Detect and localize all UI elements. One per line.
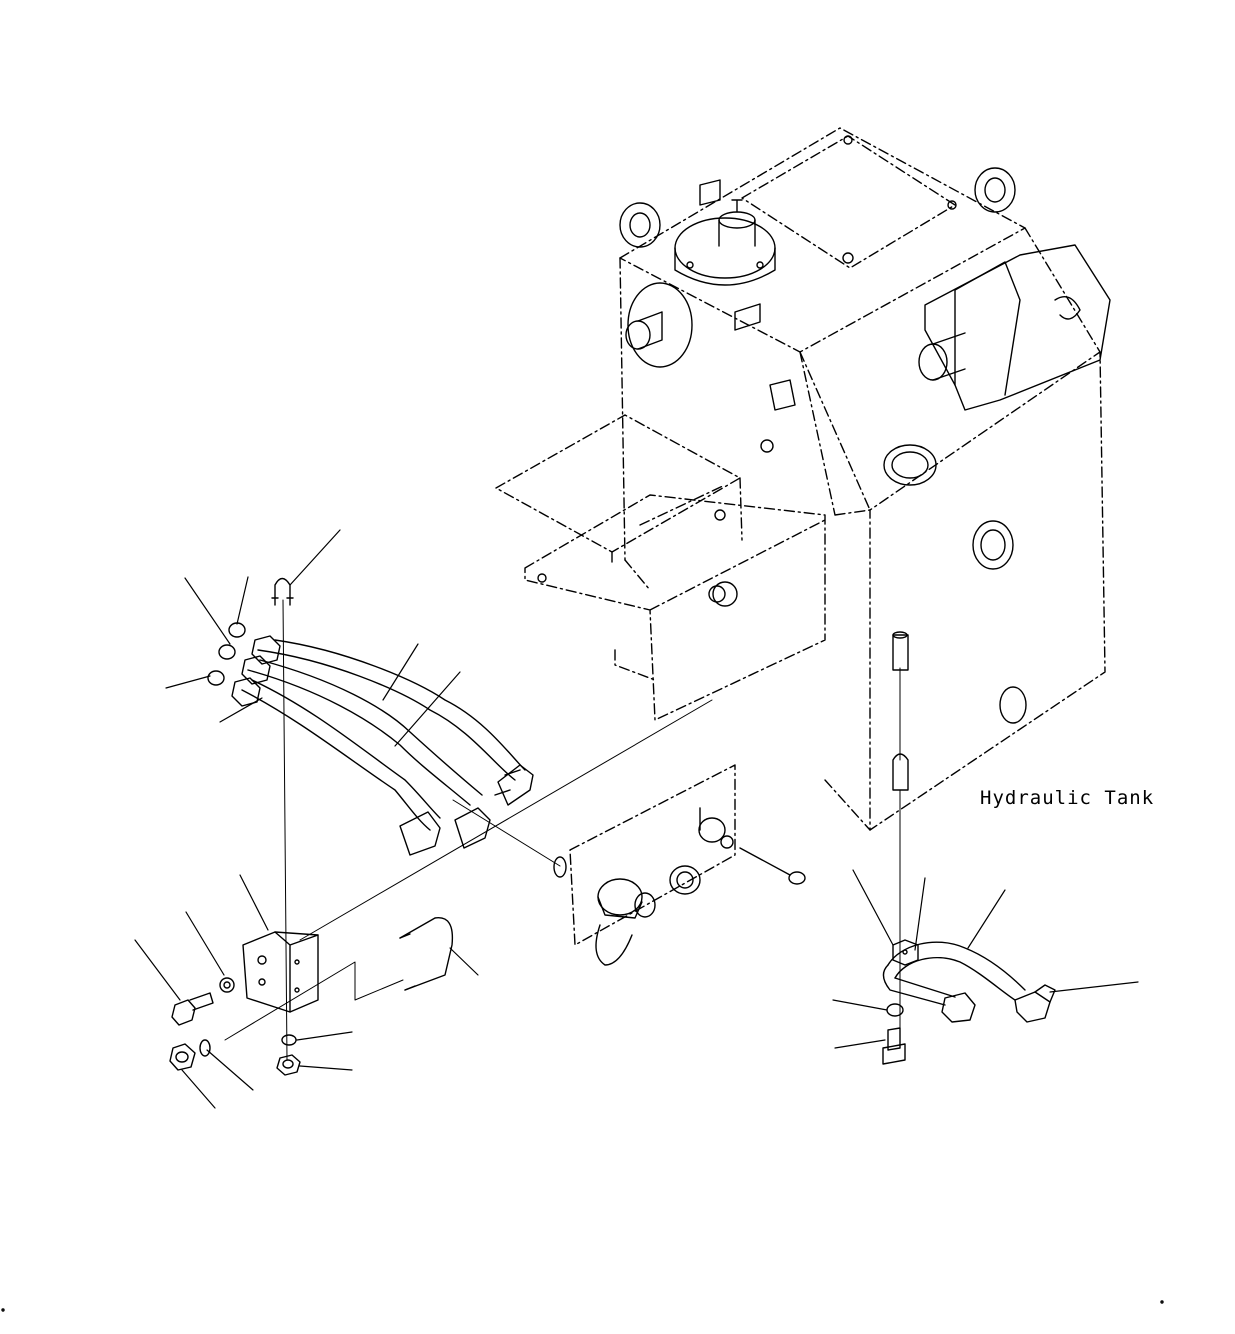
washer-right <box>887 1004 903 1016</box>
washer-center <box>282 1035 296 1045</box>
lifting-eye-right <box>975 168 1015 212</box>
assembly-lines <box>225 600 900 1060</box>
nut-left <box>170 1044 195 1070</box>
quick-coupler-1 <box>596 879 655 965</box>
u-bolt-bottom <box>400 918 452 990</box>
spacer-pin <box>893 632 908 670</box>
hydraulic-tank-label: Hydraulic Tank <box>980 787 1155 809</box>
hose-end-right <box>1015 985 1055 1022</box>
leader-lines <box>135 530 1138 1108</box>
quick-coupler-2 <box>670 866 700 894</box>
o-ring-set <box>208 623 245 685</box>
lifting-eye-left <box>620 203 660 247</box>
sight-gauge-upper <box>884 445 936 485</box>
u-bolt-top <box>272 579 293 606</box>
hose-fitting-left <box>232 636 280 706</box>
bolt-left <box>172 993 213 1025</box>
lifting-eye-bottom <box>1000 687 1026 723</box>
return-filter-housing <box>919 245 1110 410</box>
hose-end-left <box>942 993 975 1022</box>
hose-fitting-right <box>400 765 533 855</box>
hydraulic-tank <box>496 128 1110 830</box>
sight-gauge-lower <box>973 521 1013 569</box>
washer-left <box>220 978 234 992</box>
coupler-plate <box>554 765 805 965</box>
mounting-bracket <box>243 932 318 1012</box>
hose-assembly <box>208 579 533 856</box>
washer-left-2 <box>200 1040 210 1056</box>
nut-center <box>277 1055 300 1075</box>
breather-cap <box>675 200 775 285</box>
return-hose <box>883 942 1055 1022</box>
suction-port <box>626 283 692 367</box>
pipe-bracket <box>893 754 908 790</box>
hose-clamp <box>893 940 918 965</box>
bolt-right <box>883 1028 905 1064</box>
quick-coupler-3 <box>699 808 733 848</box>
